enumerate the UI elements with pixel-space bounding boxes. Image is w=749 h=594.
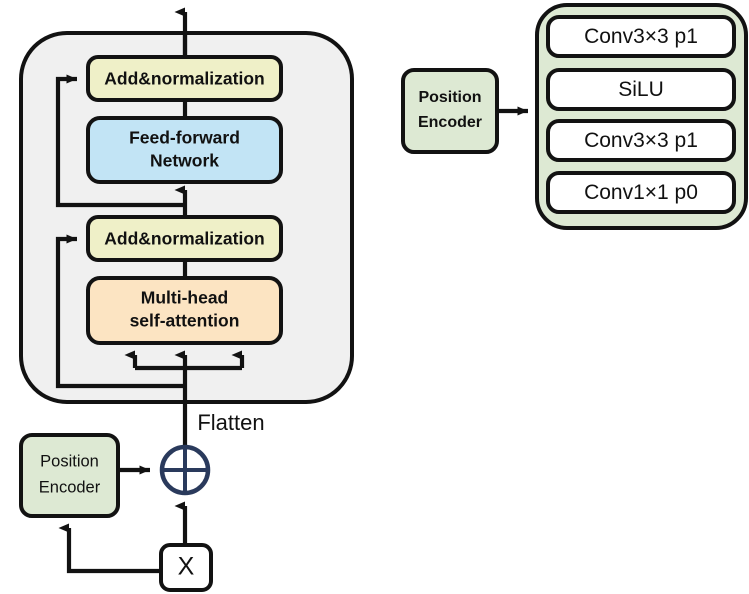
link-x-to-position-encoder: [58, 523, 161, 574]
input-x-label: X: [178, 553, 195, 581]
flatten-label: Flatten: [197, 410, 264, 435]
right-position-encoder-label-line1: Position: [418, 89, 481, 106]
left-position-encoder-label-line2: Encoder: [39, 478, 101, 496]
block-feed-forward-label-line1: Feed-forward: [129, 128, 240, 148]
block-add-norm-bottom-label: Add&normalization: [104, 229, 264, 249]
right-position-encoder-label-line2: Encoder: [418, 114, 482, 131]
block-multi-head-label-line1: Multi-head: [141, 288, 229, 308]
layer-conv3x3-p1-a-box[interactable]: [546, 15, 736, 58]
left-position-encoder-label-line1: Position: [40, 452, 99, 470]
block-feed-forward-label-line2: Network: [150, 151, 219, 171]
layer-conv3x3-p1-a-label: Conv3×3 p1: [584, 25, 698, 48]
layer-silu-label: SiLU: [618, 78, 664, 101]
layer-silu-box[interactable]: [546, 68, 736, 111]
residual-connection-upper: [55, 74, 185, 208]
left-position-encoder-box[interactable]: [19, 433, 120, 518]
plus-circle-cross-icon: [162, 447, 208, 493]
block-multi-head-self-attention[interactable]: [86, 276, 283, 345]
block-feed-forward-network[interactable]: [86, 116, 283, 184]
block-multi-head-label-line2: self-attention: [130, 311, 240, 331]
layer-conv3x3-p1-b-label: Conv3×3 p1: [584, 129, 698, 152]
layer-conv3x3-p1-b-box[interactable]: [546, 119, 736, 162]
block-add-norm-bottom[interactable]: [86, 215, 283, 262]
input-x-box[interactable]: [159, 543, 213, 592]
block-add-norm-top[interactable]: [86, 55, 283, 102]
layer-conv1x1-p0-label: Conv1×1 p0: [584, 181, 698, 204]
right-position-encoder-box[interactable]: [401, 68, 499, 154]
residual-connection-lower: [55, 234, 185, 389]
block-add-norm-top-label: Add&normalization: [104, 69, 264, 89]
layer-conv1x1-p0-box[interactable]: [546, 171, 736, 214]
